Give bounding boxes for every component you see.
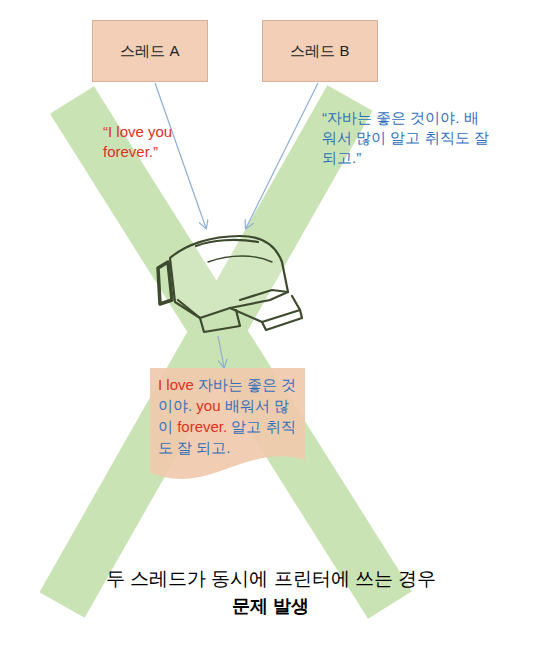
cross-mark: [62, 98, 390, 605]
thread-box: 스레드 B: [262, 20, 378, 82]
caption: 두 스레드가 동시에 프린터에 쓰는 경우: [0, 566, 542, 591]
printed-text: you: [196, 397, 220, 414]
caption-emphasis: 문제 발생: [0, 594, 542, 618]
thread-box: 스레드 A: [92, 20, 208, 82]
message-b: “자바는 좋은 것이야. 배워서 많이 알고 취직도 잘 되고.”: [322, 108, 492, 168]
thread-label: 스레드 A: [120, 42, 179, 61]
printed-text: forever.: [177, 418, 227, 435]
leader-arrow: [155, 83, 318, 367]
printed-text: I love: [158, 376, 194, 393]
thread-label: 스레드 B: [290, 42, 349, 61]
printer-icon: [158, 236, 302, 332]
message-a: “I love you forever.”: [103, 122, 213, 162]
printed-paper: I love 자바는 좋은 것이야. you 배워서 많이 forever. 알…: [150, 368, 305, 480]
